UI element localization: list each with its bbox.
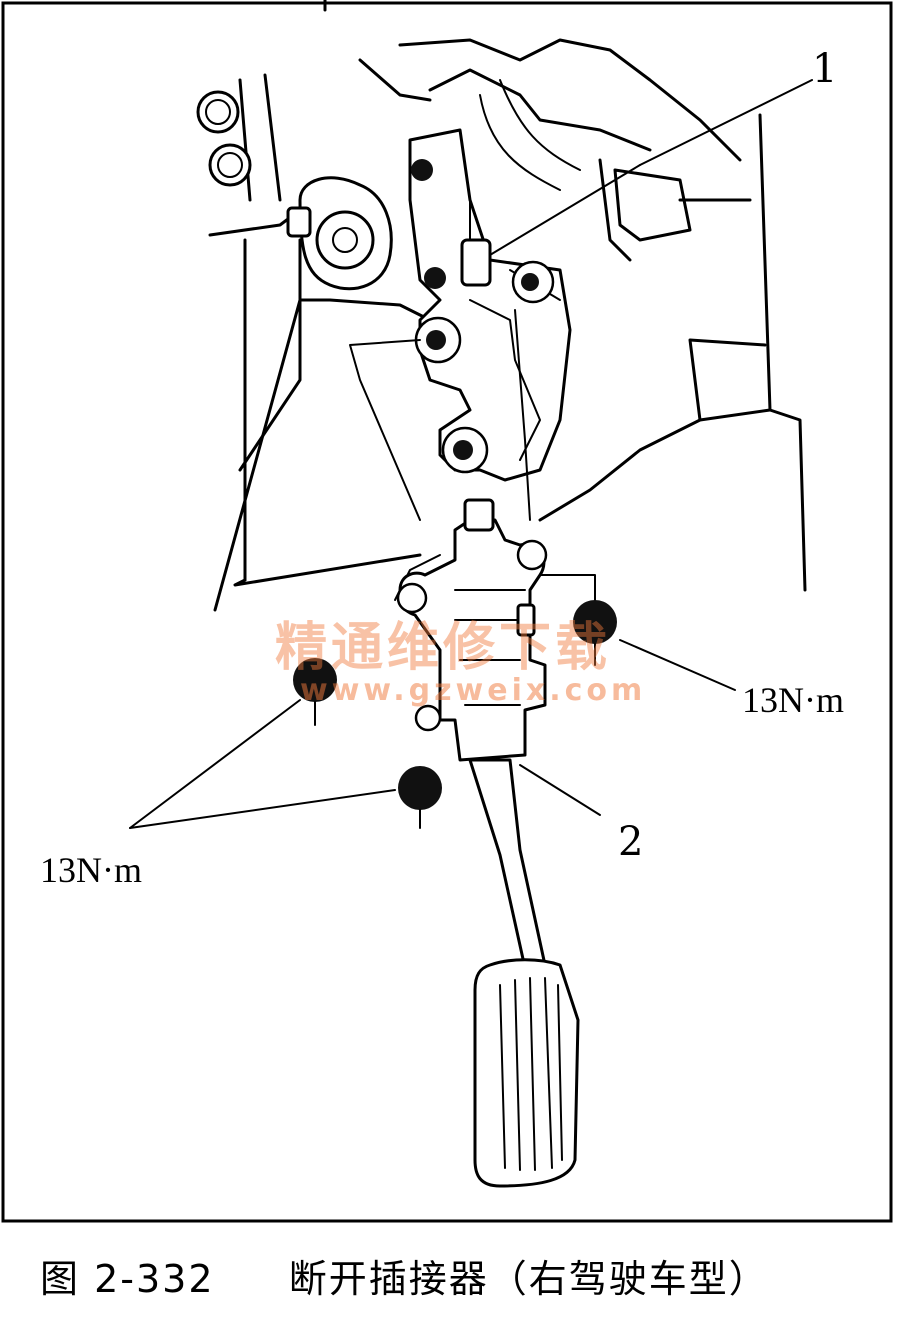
bolt-left-lower [398,766,442,810]
accelerator-pedal [468,758,580,1188]
fuse-knobs [196,90,252,187]
watermark-url: www.gzweix.com [300,673,646,708]
bolt-left-upper [293,658,337,702]
pulley-assembly [286,176,393,291]
leader-lines [129,79,813,829]
vehicle-body-lines [208,0,807,612]
callout-part-2: 2 [618,819,643,865]
watermark-text: 精通维修下载 [275,618,611,678]
diagram-frame [1,1,893,1223]
figure-title: 断开插接器（右驾驶车型） [288,1257,769,1301]
figure-number: 图 2-332 [40,1257,215,1301]
figure-caption: 图 2-332 断开插接器（右驾驶车型） [40,1248,880,1304]
callout-part-1: 1 [812,46,837,92]
pedal-bracket [408,128,572,482]
torque-label-left: 13N·m [40,850,142,890]
torque-bolts [293,600,617,829]
bolt-right [573,600,617,644]
torque-label-right: 13N·m [742,680,844,720]
pedal-sensor-module [396,498,548,762]
